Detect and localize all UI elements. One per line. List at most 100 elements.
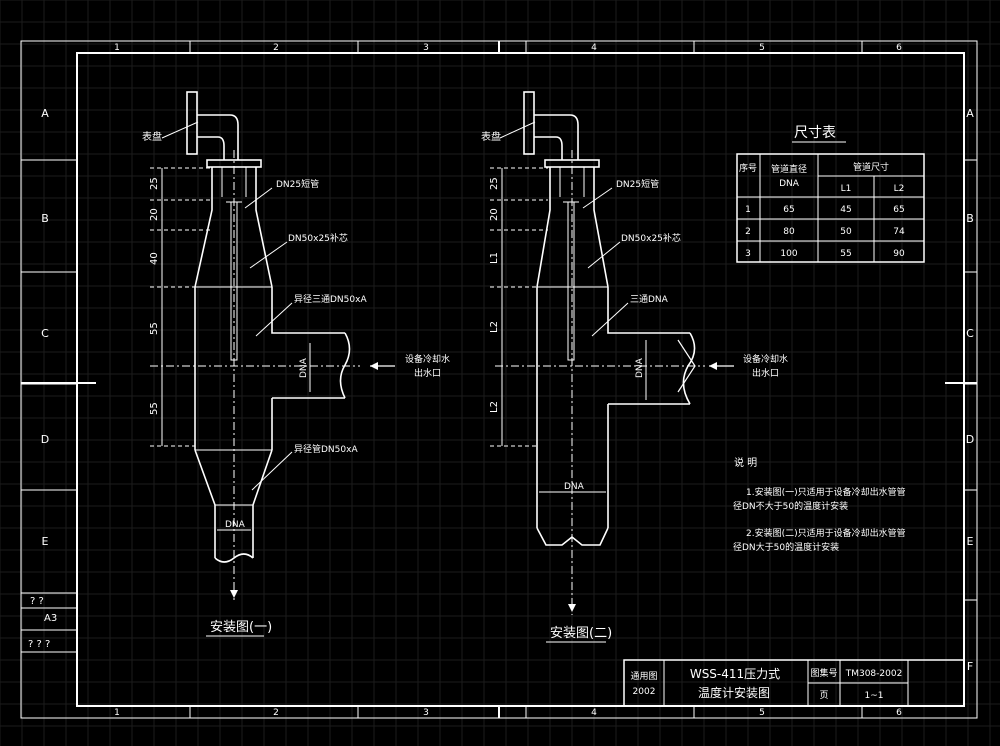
row-1-l2: 65 bbox=[893, 205, 904, 215]
outlet-label-1b: 出水口 bbox=[414, 367, 441, 379]
header-l2: L2 bbox=[894, 184, 905, 194]
bottom-col-4: 4 bbox=[591, 708, 597, 718]
short-pipe-2 bbox=[549, 167, 595, 197]
callout-reducer-1: 异径管DN50xA bbox=[294, 443, 358, 455]
right-row-e: E bbox=[967, 535, 974, 548]
top-col-6: 6 bbox=[896, 43, 902, 53]
bottom-col-1: 1 bbox=[114, 708, 120, 718]
bottom-col-2: 2 bbox=[273, 708, 279, 718]
dim-2-c: L1 bbox=[489, 252, 500, 264]
row-3-l1: 55 bbox=[840, 249, 851, 259]
row-1-seq: 1 bbox=[745, 205, 751, 215]
callout-tee-2: 三通DNA bbox=[630, 294, 669, 305]
dna-vertical-2: DNA bbox=[635, 357, 645, 378]
scope-label: 通用图 bbox=[630, 671, 657, 682]
page-value: 1~1 bbox=[865, 691, 884, 701]
dna-bottom-1: DNA bbox=[225, 520, 246, 530]
short-pipe-2-inner bbox=[559, 167, 585, 197]
year: 2002 bbox=[633, 687, 656, 697]
dimension-text-2: 25 20 L1 L2 L2 bbox=[489, 177, 500, 413]
callout-core-2: DN50x25补芯 bbox=[621, 232, 681, 244]
header-size: 管道尺寸 bbox=[853, 161, 889, 173]
flow-arrow-2-down bbox=[568, 604, 576, 612]
left-row-c: C bbox=[41, 327, 49, 340]
right-row-b: B bbox=[966, 212, 974, 225]
left-row-a: A bbox=[41, 107, 49, 120]
side-block-a3: A3 bbox=[44, 613, 57, 624]
dimension-text-1: 25 20 40 55 55 bbox=[149, 177, 160, 415]
callout-core-1: DN50x25补芯 bbox=[288, 232, 348, 244]
column-ticks bbox=[189, 41, 863, 718]
note-2-line-2: 径DN大于50的温度计安装 bbox=[733, 541, 839, 553]
size-table-title: 尺寸表 bbox=[794, 125, 836, 141]
inlet-arrow-1-head bbox=[370, 362, 378, 370]
dim-2-e: L2 bbox=[489, 401, 500, 413]
callout-tee-1: 异径三通DN50xA bbox=[294, 293, 367, 305]
left-row-d: D bbox=[41, 433, 49, 446]
gauge-1-plate bbox=[186, 91, 198, 155]
dim-1-d: 55 bbox=[149, 322, 160, 335]
row-2-seq: 2 bbox=[745, 227, 751, 237]
right-row-a: A bbox=[966, 107, 974, 120]
title-block-text: 通用图 2002 WSS-411压力式 温度计安装图 图集号 TM308-200… bbox=[630, 667, 902, 701]
dim-2-d: L2 bbox=[489, 321, 500, 333]
side-block-q2: ? ? ? bbox=[28, 639, 50, 650]
dim-1-c: 40 bbox=[149, 252, 160, 265]
gauge-label-1: 表盘 bbox=[142, 130, 162, 143]
top-col-2: 2 bbox=[273, 43, 279, 53]
note-1-line-1: 1.安装图(一)只适用于设备冷却出水管管 bbox=[746, 486, 906, 498]
dna-bottom-2: DNA bbox=[564, 482, 585, 492]
drawing-2-title: 安装图(二) bbox=[550, 626, 612, 641]
short-pipe-1 bbox=[211, 167, 257, 197]
dim-1-a: 25 bbox=[149, 177, 160, 190]
callout-leaders-1 bbox=[161, 121, 293, 491]
row-1-l1: 45 bbox=[840, 205, 851, 215]
header-seq: 序号 bbox=[739, 162, 757, 174]
dimension-chain-2 bbox=[490, 167, 548, 447]
callout-leaders-2 bbox=[499, 121, 629, 337]
callout-pipe-2: DN25短管 bbox=[616, 178, 659, 190]
row-ticks bbox=[21, 159, 977, 653]
size-table-cells: 序号 管道直径 DNA 管道尺寸 L1 L2 1 65 45 65 2 80 5… bbox=[739, 161, 905, 259]
title-block-grid bbox=[623, 659, 965, 707]
right-row-c: C bbox=[966, 327, 974, 340]
outlet-label-2b: 出水口 bbox=[752, 367, 779, 379]
dim-1-e: 55 bbox=[149, 402, 160, 415]
tee-2-body bbox=[536, 287, 690, 528]
cone-2-upper bbox=[536, 197, 609, 288]
row-3-dna: 100 bbox=[780, 249, 797, 259]
centerlines-2 bbox=[495, 150, 705, 615]
dna-vertical-1: DNA bbox=[299, 357, 309, 378]
dna-dims-1 bbox=[217, 343, 311, 531]
outlet-label-1a: 设备冷却水 bbox=[405, 353, 450, 365]
drawing-name-line-2: 温度计安装图 bbox=[698, 685, 770, 700]
size-table-grid bbox=[736, 153, 925, 263]
centerlines-1 bbox=[150, 150, 360, 600]
page-label: 页 bbox=[819, 690, 828, 701]
drawing-no: TM308-2002 bbox=[845, 669, 903, 679]
dim-2-a: 25 bbox=[489, 177, 500, 190]
inlet-arrow-2-head bbox=[709, 362, 717, 370]
dimension-chain-1 bbox=[150, 167, 210, 447]
bottom-col-5: 5 bbox=[759, 708, 765, 718]
right-row-d: D bbox=[966, 433, 974, 446]
drawing-frame bbox=[20, 40, 978, 719]
gauge-2-bend bbox=[534, 114, 579, 160]
cone-1-upper bbox=[194, 197, 273, 288]
row-2-dna: 80 bbox=[783, 227, 795, 237]
header-dia-2: DNA bbox=[779, 179, 800, 189]
top-col-1: 1 bbox=[114, 43, 120, 53]
gauge-label-2: 表盘 bbox=[481, 130, 501, 143]
flow-arrow-1-down bbox=[230, 590, 238, 598]
top-col-3: 3 bbox=[423, 43, 429, 53]
notes: 说 明 1.安装图(一)只适用于设备冷却出水管管 径DN不大于50的温度计安装 … bbox=[733, 456, 906, 553]
dim-2-b: 20 bbox=[489, 208, 500, 221]
notes-title: 说 明 bbox=[734, 456, 757, 469]
inner-border bbox=[76, 52, 965, 707]
row-2-l1: 50 bbox=[840, 227, 852, 237]
gauge-1-bend bbox=[197, 114, 239, 160]
header-dia-1: 管道直径 bbox=[771, 163, 807, 175]
row-labels: A B C D E A B C D E F bbox=[41, 107, 974, 673]
